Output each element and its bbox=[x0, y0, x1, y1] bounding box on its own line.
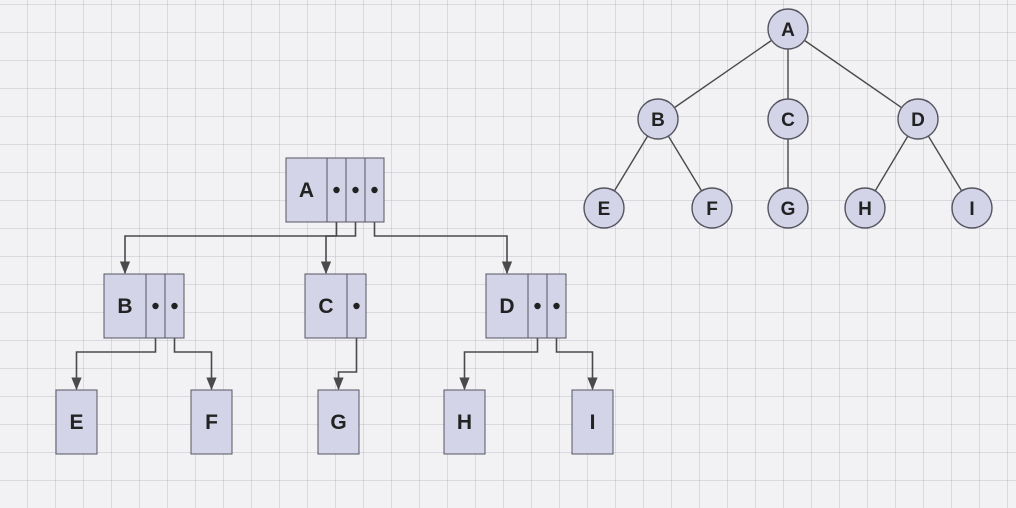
pointer-dot bbox=[152, 302, 159, 310]
pointer-dot bbox=[553, 302, 560, 310]
data-cell bbox=[443, 389, 486, 455]
data-cell bbox=[55, 389, 98, 455]
pointer-dot bbox=[534, 302, 541, 310]
pointer-dot bbox=[371, 186, 378, 194]
tree-edge-a-b bbox=[657, 28, 789, 120]
tree-node-b: B bbox=[637, 98, 679, 140]
node-label: G bbox=[330, 411, 346, 434]
tree-node-c: C bbox=[767, 98, 809, 140]
storage-node-c: C bbox=[304, 273, 367, 339]
node-label: F bbox=[706, 199, 718, 220]
node-label: H bbox=[858, 199, 872, 220]
tree-node-a: A bbox=[767, 8, 809, 50]
node-label: D bbox=[911, 110, 925, 131]
node-label: I bbox=[969, 199, 974, 220]
pointer-dot bbox=[333, 186, 340, 194]
node-label: I bbox=[590, 411, 596, 434]
storage-node-a: A bbox=[285, 157, 385, 223]
node-label: C bbox=[318, 295, 333, 318]
tree-node-e: E bbox=[583, 187, 625, 229]
node-label: A bbox=[781, 20, 795, 41]
node-label: B bbox=[651, 110, 665, 131]
tree-node-f: F bbox=[691, 187, 733, 229]
storage-node-i: I bbox=[571, 389, 614, 455]
node-label: G bbox=[781, 199, 796, 220]
pointer-dot bbox=[353, 302, 360, 310]
node-label: H bbox=[457, 411, 472, 434]
node-label: C bbox=[781, 110, 795, 131]
tree-node-d: D bbox=[897, 98, 939, 140]
data-cell bbox=[285, 157, 328, 223]
data-cell bbox=[190, 389, 233, 455]
node-label: E bbox=[69, 411, 83, 434]
tree-graph-diagram: A B C D E F G H I bbox=[583, 8, 993, 229]
node-label: B bbox=[117, 295, 132, 318]
tree-node-i: I bbox=[951, 187, 993, 229]
storage-node-e: E bbox=[55, 389, 98, 455]
pointer-dot bbox=[352, 186, 359, 194]
pointer-arrow-a-to-d bbox=[373, 190, 513, 275]
node-label: F bbox=[205, 411, 218, 434]
node-label: A bbox=[299, 179, 314, 202]
tree-node-h: H bbox=[844, 187, 886, 229]
pointer-dot bbox=[171, 302, 178, 310]
data-cell bbox=[485, 273, 529, 339]
storage-node-f: F bbox=[190, 389, 233, 455]
storage-node-b: B bbox=[103, 273, 185, 339]
storage-node-g: G bbox=[317, 389, 360, 455]
child-pointer-storage-diagram: A B C D E F G H I bbox=[55, 157, 614, 455]
data-cell bbox=[571, 389, 614, 455]
data-cell bbox=[103, 273, 147, 339]
storage-node-d: D bbox=[485, 273, 567, 339]
data-cell bbox=[317, 389, 360, 455]
tree-node-g: G bbox=[767, 187, 809, 229]
storage-node-h: H bbox=[443, 389, 486, 455]
pointer-arrow-c-to-g bbox=[333, 306, 358, 391]
node-label: D bbox=[499, 295, 514, 318]
tree-edge-a-d bbox=[787, 28, 919, 120]
data-cell bbox=[304, 273, 348, 339]
node-label: E bbox=[598, 199, 611, 220]
